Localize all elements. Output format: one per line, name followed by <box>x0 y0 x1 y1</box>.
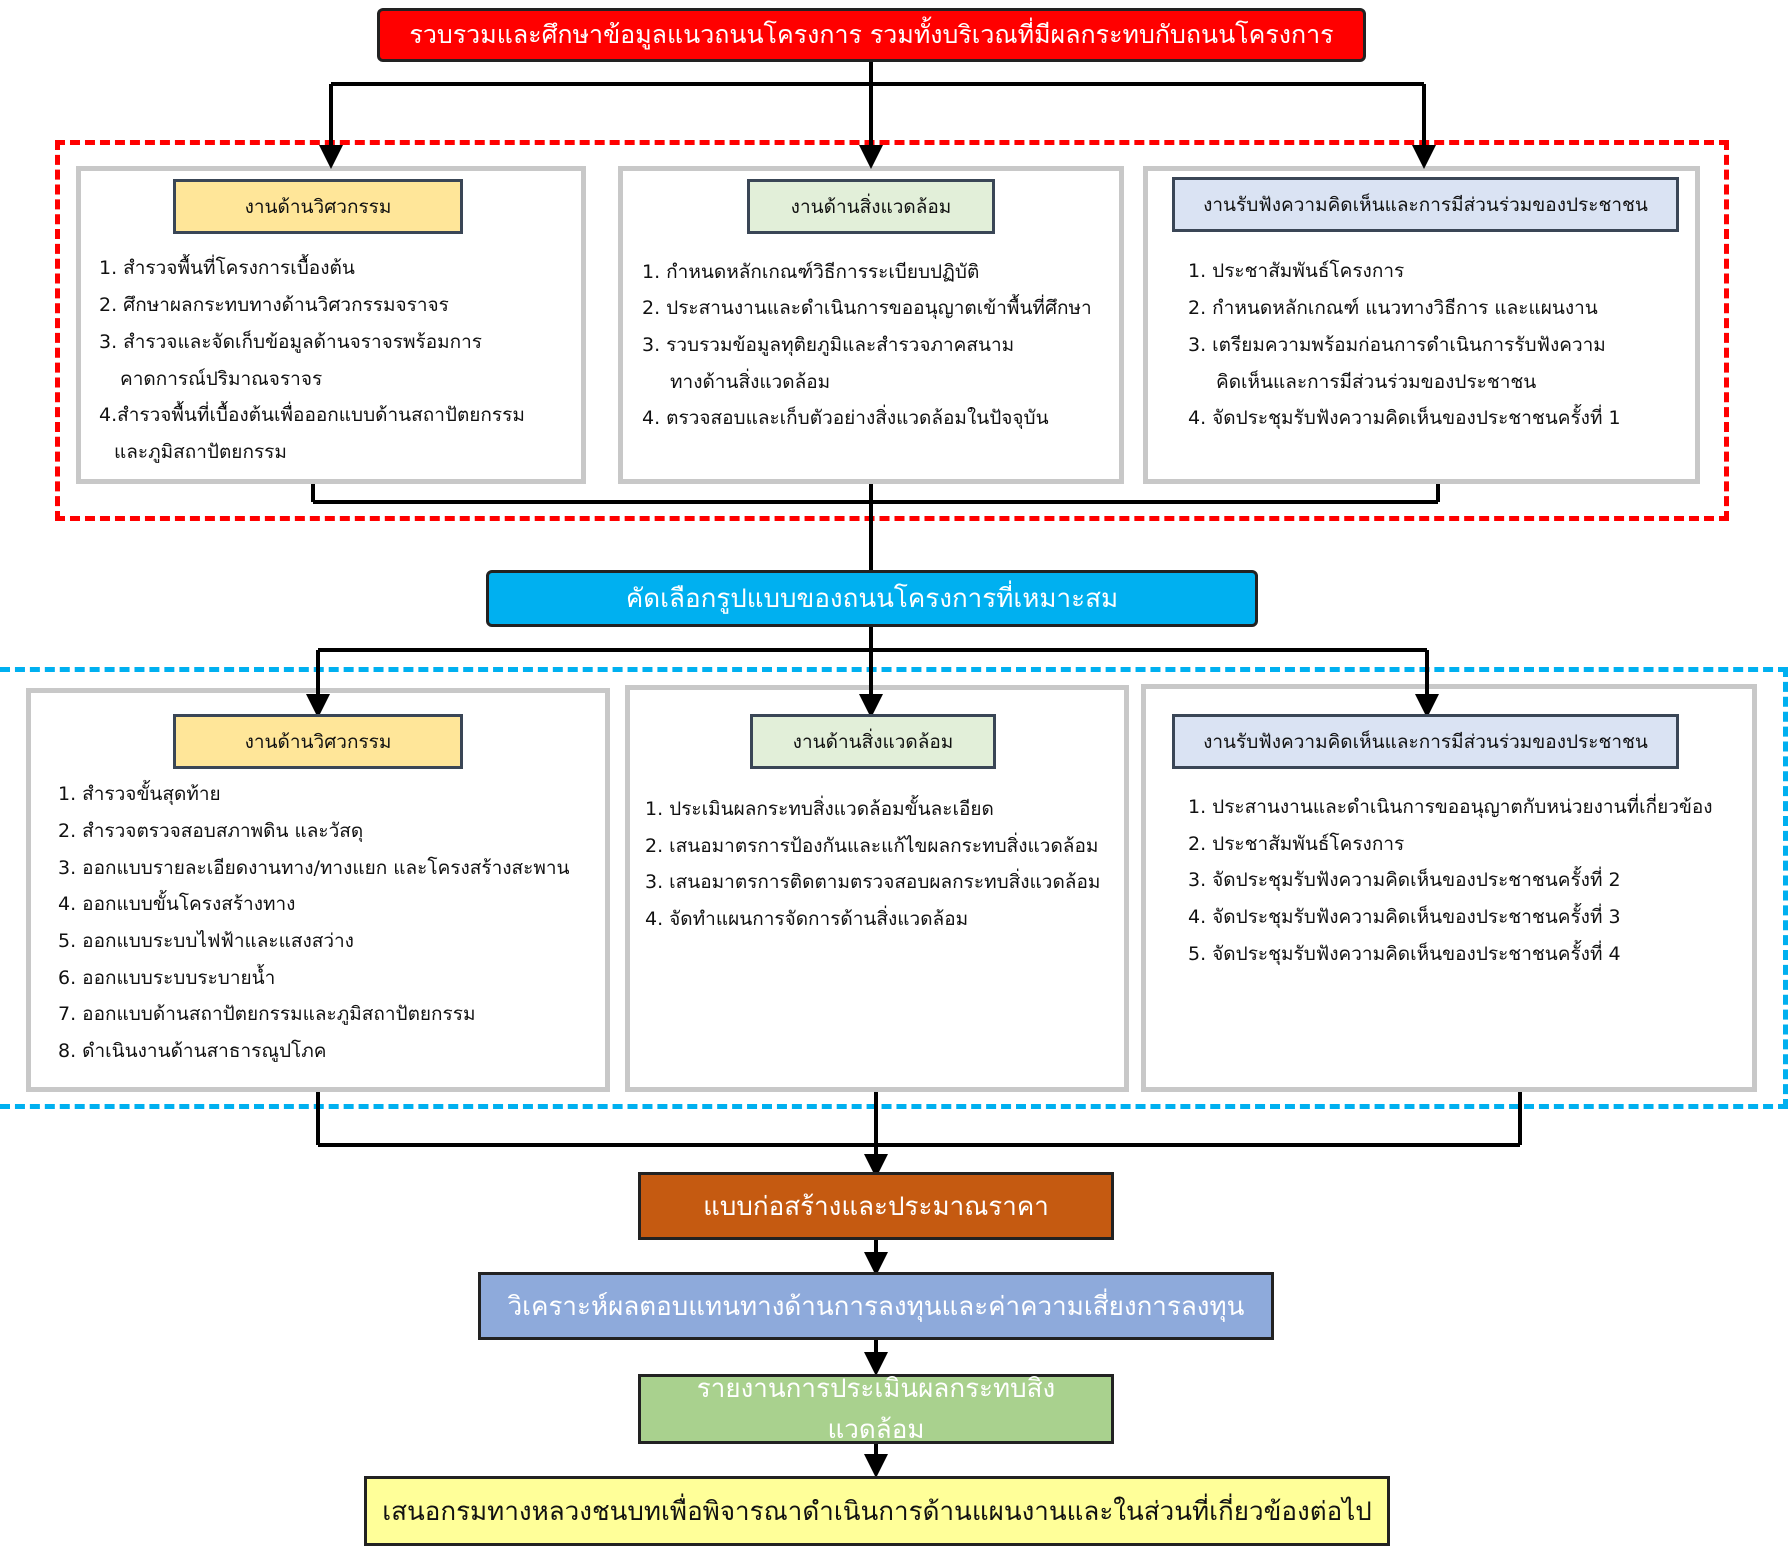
top-box: รวบรวมและศึกษาข้อมูลแนวถนนโครงการ รวมทั้… <box>377 8 1366 62</box>
phase1-participation-title: งานรับฟังความคิดเห็นและการมีส่วนร่วมของป… <box>1172 177 1679 232</box>
phase2-group-frame <box>0 667 1788 1109</box>
phase2-participation-item: 3. จัดประชุมรับฟังความคิดเห็นของประชาชนค… <box>1188 869 1621 891</box>
phase1-engineering-item: และภูมิสถาปัตยกรรม <box>114 441 287 463</box>
phase1-participation-item: 1. ประชาสัมพันธ์โครงการ <box>1188 260 1405 282</box>
construction-box: แบบก่อสร้างและประมาณราคา <box>638 1172 1114 1240</box>
phase2-engineering-item: 4. ออกแบบขั้นโครงสร้างทาง <box>58 893 296 915</box>
phase2-engineering-item: 7. ออกแบบด้านสถาปัตยกรรมและภูมิสถาปัตยกร… <box>58 1003 476 1025</box>
phase1-participation-item: 4. จัดประชุมรับฟังความคิดเห็นของประชาชนค… <box>1188 407 1621 429</box>
phase2-engineering-item: 1. สำรวจขั้นสุดท้าย <box>58 783 221 805</box>
phase1-engineering-item: 2. ศึกษาผลกระทบทางด้านวิศวกรรมจราจร <box>99 294 449 316</box>
phase1-environment-item: 3. รวบรวมข้อมูลทุติยภูมิและสำรวจภาคสนาม <box>642 334 1015 356</box>
phase1-environment-item: 2. ประสานงานและดำเนินการขออนุญาตเข้าพื้น… <box>642 297 1092 319</box>
phase2-environment-item: 3. เสนอมาตรการติดตามตรวจสอบผลกระทบสิ่งแว… <box>645 871 1101 893</box>
phase1-environment-item: 4. ตรวจสอบและเก็บตัวอย่างสิ่งแวดล้อมในปั… <box>642 407 1049 429</box>
phase1-engineering-item: คาดการณ์ปริมาณจราจร <box>120 368 323 390</box>
analysis-box: วิเคราะห์ผลตอบแทนทางด้านการลงทุนและค่าคว… <box>478 1272 1274 1340</box>
phase1-participation-item: 2. กำหนดหลักเกณฑ์ แนวทางวิธีการ และแผนงา… <box>1188 297 1598 319</box>
phase1-environment-item: 1. กำหนดหลักเกณฑ์วิธีการระเบียบปฏิบัติ <box>642 261 980 283</box>
phase2-environment-item: 4. จัดทำแผนการจัดการด้านสิ่งแวดล้อม <box>645 908 969 930</box>
phase2-environment-item: 1. ประเมินผลกระทบสิ่งแวดล้อมขั้นละเอียด <box>645 798 994 820</box>
phase2-engineering-item: 3. ออกแบบรายละเอียดงานทาง/ทางแยก และโครง… <box>58 857 570 879</box>
proposal-box: เสนอกรมทางหลวงชนบทเพื่อพิจารณาดำเนินการด… <box>364 1476 1390 1546</box>
phase2-participation-item: 1. ประสานงานและดำเนินการขออนุญาตกับหน่วย… <box>1188 796 1713 818</box>
phase2-engineering-title: งานด้านวิศวกรรม <box>173 714 463 769</box>
phase1-participation-item: คิดเห็นและการมีส่วนร่วมของประชาชน <box>1216 371 1537 393</box>
phase2-environment-title: งานด้านสิ่งแวดล้อม <box>750 714 996 769</box>
phase1-environment-item: ทางด้านสิ่งแวดล้อม <box>670 371 831 393</box>
phase2-engineering-item: 5. ออกแบบระบบไฟฟ้าและแสงสว่าง <box>58 930 354 952</box>
phase1-engineering-title: งานด้านวิศวกรรม <box>173 179 463 234</box>
phase1-engineering-item: 1. สำรวจพื้นที่โครงการเบื้องต้น <box>99 257 355 279</box>
select-box: คัดเลือกรูปแบบของถนนโครงการที่เหมาะสม <box>486 570 1258 627</box>
phase2-engineering-item: 6. ออกแบบระบบระบายน้ำ <box>58 967 276 989</box>
phase1-environment-title: งานด้านสิ่งแวดล้อม <box>747 179 995 234</box>
eia-report-box: รายงานการประเมินผลกระทบสิ่งแวดล้อม <box>638 1374 1114 1445</box>
phase2-participation-item: 4. จัดประชุมรับฟังความคิดเห็นของประชาชนค… <box>1188 906 1621 928</box>
phase1-engineering-item: 3. สำรวจและจัดเก็บข้อมูลด้านจราจรพร้อมกา… <box>99 331 483 353</box>
phase2-participation-item: 2. ประชาสัมพันธ์โครงการ <box>1188 833 1405 855</box>
phase1-participation-item: 3. เตรียมความพร้อมก่อนการดำเนินการรับฟัง… <box>1188 334 1606 356</box>
phase1-engineering-item: 4.สำรวจพื้นที่เบื้องต้นเพื่อออกแบบด้านสถ… <box>99 404 525 426</box>
phase2-participation-title: งานรับฟังความคิดเห็นและการมีส่วนร่วมของป… <box>1172 714 1679 769</box>
phase1-group-frame <box>55 140 1729 521</box>
phase2-engineering-item: 2. สำรวจตรวจสอบสภาพดิน และวัสดุ <box>58 820 364 842</box>
phase2-engineering-item: 8. ดำเนินงานด้านสาธารณูปโภค <box>58 1040 327 1062</box>
phase2-participation-item: 5. จัดประชุมรับฟังความคิดเห็นของประชาชนค… <box>1188 943 1621 965</box>
phase2-environment-item: 2. เสนอมาตรการป้องกันและแก้ไขผลกระทบสิ่ง… <box>645 835 1099 857</box>
